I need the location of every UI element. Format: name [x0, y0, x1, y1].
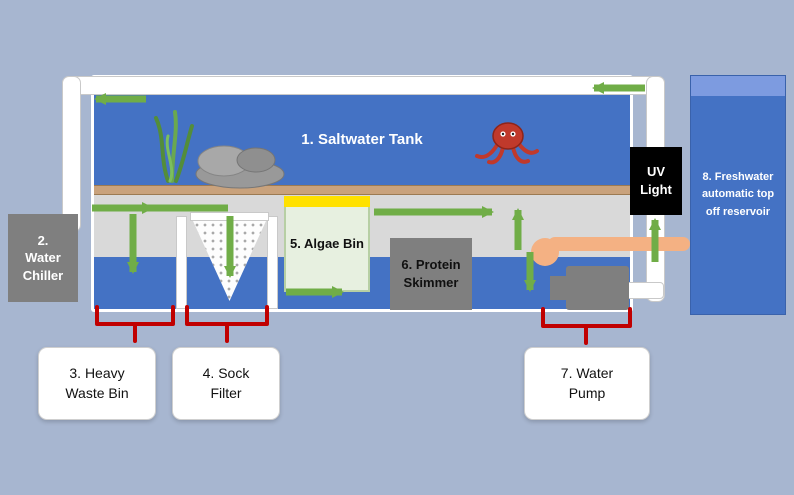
pipe-left: [62, 76, 81, 232]
water-pump-body: [566, 266, 629, 310]
sand-bed: [94, 185, 630, 195]
water-pump-label-card: 7. Water Pump: [524, 347, 650, 420]
water-chiller-label: 2. Water Chiller: [22, 232, 64, 283]
algae-bin: 5. Algae Bin: [284, 196, 370, 292]
grouping-bracket-water-pump: [541, 307, 632, 345]
saltwater-tank-label: 1. Saltwater Tank: [301, 131, 423, 148]
freshwater-reservoir-label: 8. Freshwater automatic top off reservoi…: [701, 170, 775, 218]
water-pump-inlet: [550, 276, 567, 300]
heavy-waste-bin-label-card: 3. Heavy Waste Bin: [38, 347, 156, 420]
protein-skimmer-label: 6. Protein Skimmer: [401, 257, 461, 290]
protein-skimmer: 6. Protein Skimmer: [390, 238, 472, 310]
sump-baffle-left: [176, 216, 187, 309]
algae-bin-light-strip: [284, 196, 370, 207]
sock-filter-label-card: 4. Sock Filter: [172, 347, 280, 420]
sump-baffle-right: [267, 216, 278, 309]
water-chiller: 2. Water Chiller: [8, 214, 78, 302]
freshwater-reservoir: 8. Freshwater automatic top off reservoi…: [690, 75, 786, 315]
sock-filter-label: 4. Sock Filter: [202, 364, 250, 401]
sock-filter-mount: [190, 212, 269, 221]
uv-light-label: UV Light: [640, 164, 672, 197]
pump-fitting-ball: [531, 238, 559, 266]
reservoir-top-band: [691, 76, 785, 96]
return-hose: [548, 237, 690, 251]
heavy-waste-bin-label: 3. Heavy Waste Bin: [65, 364, 129, 401]
uv-light: UV Light: [630, 147, 682, 215]
water-pump-label: 7. Water Pump: [560, 364, 614, 401]
grouping-bracket-waste-bin: [95, 305, 175, 343]
pipe-top: [62, 76, 665, 95]
algae-bin-label: 5. Algae Bin: [290, 236, 364, 252]
grouping-bracket-sock-filter: [185, 305, 269, 343]
